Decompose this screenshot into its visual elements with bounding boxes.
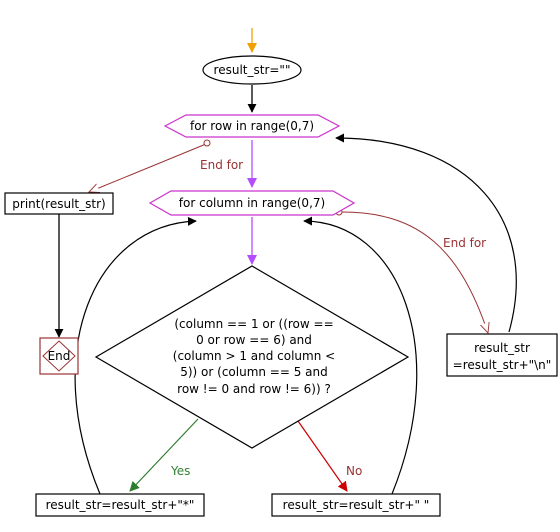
node-init[interactable]: result_str="" [202,55,302,85]
node-print[interactable]: print(result_str) [4,192,114,215]
edge-label-yes: Yes [170,464,190,478]
edge-space-to-col-loop [303,216,418,495]
node-space[interactable]: result_str=result_str+" " [271,493,441,517]
node-newline-line-1: result_str [474,341,530,355]
edge-label-row-end-for: End for [200,158,243,172]
edge-label-no: No [346,464,362,478]
row-loop-exit-port [203,139,211,147]
node-row-loop-label: for row in range(0,7) [190,119,314,133]
condition-line-5: row != 0 and row != 6)) ? [177,382,331,396]
edge-yes [129,418,199,492]
node-condition[interactable]: (column == 1 or ((row == 0 or row == 6) … [94,265,410,449]
edge-no [297,420,348,492]
node-space-label: result_str=result_str+" " [283,498,430,512]
condition-line-2: 0 or row == 6) and [196,333,312,347]
node-newline[interactable]: result_str =result_str+"\n" [446,333,558,377]
condition-line-4: 5)) or (column == 5 and [180,365,328,379]
edge-newline-to-row-loop [335,133,517,333]
edge-label-col-end-for: End for [443,236,486,250]
node-col-loop-label: for column in range(0,7) [179,196,325,210]
edge-row-end-for [89,143,207,192]
node-init-label: result_str="" [214,63,291,77]
node-print-label: print(result_str) [12,197,105,211]
node-col-loop[interactable]: for column in range(0,7) [148,190,356,216]
node-star-label: result_str=result_str+"*" [46,498,195,512]
edge-star-to-col-loop [74,216,197,495]
node-end[interactable]: End [39,337,79,375]
node-row-loop[interactable]: for row in range(0,7) [163,114,341,138]
edge-col-end-for [341,211,488,333]
condition-line-1: (column == 1 or ((row == [174,317,333,331]
node-end-label: End [48,349,71,363]
condition-line-3: (column > 1 and column < [173,349,335,363]
node-star[interactable]: result_str=result_str+"*" [35,493,205,517]
node-newline-line-2: =result_str+"\n" [453,358,552,372]
